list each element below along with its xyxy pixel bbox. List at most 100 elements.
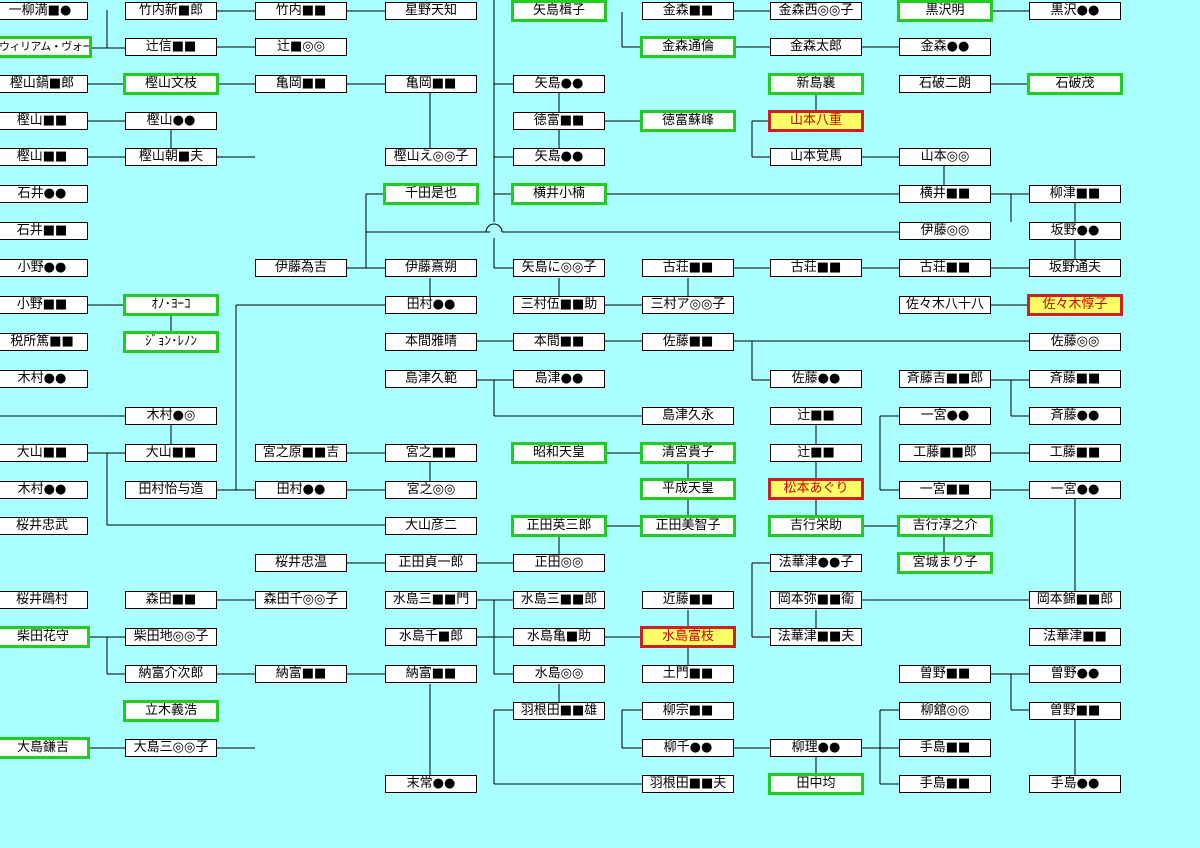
person-box[interactable]: 佐藤■■ (642, 333, 734, 351)
person-box[interactable]: 伊藤為吉 (255, 259, 347, 277)
person-box[interactable]: 木村●● (0, 370, 88, 388)
person-box[interactable]: 斉藤吉■■郎 (899, 370, 991, 388)
person-box-highlighted[interactable]: 吉行淳之介 (897, 515, 993, 537)
person-box[interactable]: 柳千●● (642, 739, 734, 757)
person-box-highlighted[interactable]: 新島襄 (768, 73, 864, 95)
person-box[interactable]: 佐藤●● (770, 370, 862, 388)
person-box[interactable]: 大山■■ (125, 444, 217, 462)
person-box[interactable]: 小野●● (0, 259, 88, 277)
person-box[interactable]: 三村ア◎◎子 (642, 296, 734, 314)
person-box[interactable]: 田村●● (255, 481, 347, 499)
person-box[interactable]: 木村●● (0, 481, 88, 499)
person-box[interactable]: 樫山■■ (0, 148, 88, 166)
person-box[interactable]: 伊藤熹朔 (385, 259, 477, 277)
person-box-highlighted[interactable]: 吉行栄助 (768, 515, 864, 537)
person-box[interactable]: 徳富■■ (513, 112, 605, 130)
person-box[interactable]: 樫山●● (125, 112, 217, 130)
person-box[interactable]: 樫山朝■夫 (125, 148, 217, 166)
person-box[interactable]: 水島亀■助 (513, 628, 605, 646)
person-box[interactable]: 竹内■■ (255, 2, 347, 20)
person-box[interactable]: 田村●● (385, 296, 477, 314)
person-box[interactable]: 小野■■ (0, 296, 88, 314)
person-box-highlighted[interactable]: 矢島楫子 (511, 0, 607, 22)
person-box[interactable]: 一宮●● (899, 407, 991, 425)
person-box[interactable]: 石破二朗 (899, 75, 991, 93)
person-box-highlighted[interactable]: 正田英三郎 (511, 515, 607, 537)
person-box-highlighted[interactable]: ｵﾉ･ﾖｰｺ (123, 294, 219, 316)
person-box[interactable]: 柳津■■ (1029, 185, 1121, 203)
person-box-focus[interactable]: 山本八重 (768, 110, 864, 132)
person-box[interactable]: 本間■■ (513, 333, 605, 351)
person-box[interactable]: 大山■■ (0, 444, 88, 462)
person-box[interactable]: 矢島に◎◎子 (513, 259, 605, 277)
person-box-highlighted[interactable]: 大島鎌吉 (0, 737, 90, 759)
person-box[interactable]: 斉藤■■ (1029, 370, 1121, 388)
person-box-focus[interactable]: 佐々木惇子 (1027, 294, 1123, 316)
person-box-highlighted[interactable]: 宮城まり子 (897, 552, 993, 574)
person-box[interactable]: 樫山■■ (0, 112, 88, 130)
person-box[interactable]: 田村怡与造 (125, 481, 217, 499)
person-box-highlighted[interactable]: ｼﾞｮﾝ･ﾚﾉﾝ (123, 331, 219, 353)
person-box[interactable]: 法華津●●子 (770, 554, 862, 572)
person-box[interactable]: 工藤■■ (1029, 444, 1121, 462)
person-box[interactable]: 納富■■ (385, 665, 477, 683)
person-box[interactable]: 岡本錦■■郎 (1029, 591, 1121, 609)
person-box[interactable]: 土門■■ (642, 665, 734, 683)
person-box-highlighted[interactable]: 徳富蘇峰 (640, 110, 736, 132)
person-box[interactable]: 工藤■■郎 (899, 444, 991, 462)
person-box[interactable]: 宮之◎◎ (385, 481, 477, 499)
person-box[interactable]: 納富■■ (255, 665, 347, 683)
person-box[interactable]: 木村●◎ (125, 407, 217, 425)
person-box-highlighted[interactable]: 正田美智子 (640, 515, 736, 537)
person-box[interactable]: 金森太郎 (770, 38, 862, 56)
person-box[interactable]: 黒沢●● (1029, 2, 1121, 20)
person-box[interactable]: 金森西◎◎子 (770, 2, 862, 20)
person-box-highlighted[interactable]: 石破茂 (1027, 73, 1123, 95)
person-box[interactable]: 亀岡■■ (385, 75, 477, 93)
person-box[interactable]: 法華津■■夫 (770, 628, 862, 646)
person-box[interactable]: 柳舘◎◎ (899, 702, 991, 720)
person-box[interactable]: 山本覚馬 (770, 148, 862, 166)
person-box[interactable]: 水島千■郎 (385, 628, 477, 646)
person-box[interactable]: 納富介次郎 (125, 665, 217, 683)
person-box[interactable]: 辻信■■ (125, 38, 217, 56)
person-box[interactable]: 伊藤◎◎ (899, 222, 991, 240)
person-box[interactable]: 森田千◎◎子 (255, 591, 347, 609)
person-box-focus[interactable]: 松本あぐり (768, 478, 864, 500)
person-box[interactable]: 山本◎◎ (899, 148, 991, 166)
person-box[interactable]: 水島三■■門 (385, 591, 477, 609)
person-box[interactable]: 一柳満■● (0, 2, 88, 20)
person-box-highlighted[interactable]: 横井小楠 (511, 183, 607, 205)
person-box[interactable]: 大島三◎◎子 (125, 739, 217, 757)
person-box[interactable]: 横井■■ (899, 185, 991, 203)
person-box[interactable]: 佐々木八十八 (899, 296, 991, 314)
person-box[interactable]: 樫山鍋■郎 (0, 75, 88, 93)
person-box-focus[interactable]: 水島富枝 (640, 626, 736, 648)
person-box[interactable]: 法華津■■ (1029, 628, 1121, 646)
person-box[interactable]: 辻■◎◎ (255, 38, 347, 56)
person-box[interactable]: 近藤■■ (642, 591, 734, 609)
person-box[interactable]: 斉藤●● (1029, 407, 1121, 425)
person-box-highlighted[interactable]: 昭和天皇 (511, 442, 607, 464)
person-box[interactable]: 曽野■■ (899, 665, 991, 683)
person-box[interactable]: 樫山え◎◎子 (385, 148, 477, 166)
person-box[interactable]: 桜井忠武 (0, 517, 88, 535)
person-box[interactable]: 羽根田■■夫 (642, 775, 734, 793)
person-box[interactable]: 島津久範 (385, 370, 477, 388)
person-box[interactable]: 矢島●● (513, 148, 605, 166)
person-box[interactable]: 手島●● (1029, 775, 1121, 793)
person-box[interactable]: 岡本弥■■衛 (770, 591, 862, 609)
person-box[interactable]: 柳理●● (770, 739, 862, 757)
person-box[interactable]: 宮之■■ (385, 444, 477, 462)
person-box-highlighted[interactable]: 樫山文枝 (123, 73, 219, 95)
person-box[interactable]: 手島■■ (899, 739, 991, 757)
person-box-highlighted[interactable]: 千田是也 (383, 183, 479, 205)
person-box[interactable]: 羽根田■■雄 (513, 702, 605, 720)
person-box[interactable]: 星野天知 (385, 2, 477, 20)
person-box[interactable]: 矢島●● (513, 75, 605, 93)
person-box[interactable]: 金森●● (899, 38, 991, 56)
person-box[interactable]: 三村伍■■助 (513, 296, 605, 314)
person-box[interactable]: 坂野●● (1029, 222, 1121, 240)
person-box[interactable]: 古荘■■ (899, 259, 991, 277)
person-box[interactable]: 手島■■ (899, 775, 991, 793)
